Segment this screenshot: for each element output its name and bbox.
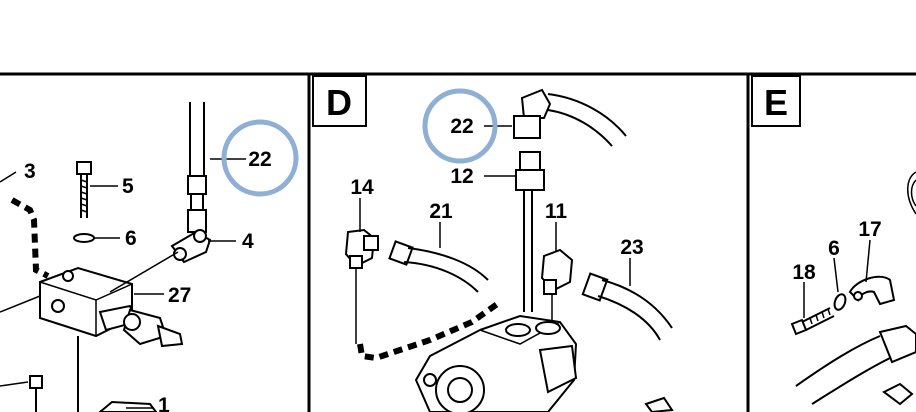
bolt-5 (76, 161, 92, 218)
washer-6 (73, 233, 95, 243)
bracket-1 (98, 400, 158, 412)
label-23: 23 (620, 236, 643, 259)
label-1: 1 (158, 394, 170, 412)
label-5: 5 (122, 175, 134, 198)
fitting-22-12 (513, 88, 627, 312)
fitting-14 (344, 228, 379, 269)
callout-circle-22-left (221, 119, 299, 197)
bolt-lower-left (29, 375, 43, 389)
label-22-d: 22 (450, 115, 473, 138)
label-4: 4 (242, 230, 254, 253)
washer-6-e (833, 293, 847, 311)
panel-d: 22 12 14 21 11 23 (344, 88, 674, 412)
clamp-17 (848, 275, 896, 306)
label-17: 17 (858, 218, 881, 241)
hose-21 (388, 240, 489, 293)
fitting-11-hose-23 (540, 248, 673, 341)
label-27: 27 (168, 284, 191, 307)
leaders-left (0, 158, 246, 409)
svg-text:D: D (326, 82, 352, 123)
label-22-left: 22 (248, 148, 271, 171)
panel-frames (0, 72, 916, 412)
panel-left: 3 5 22 6 4 27 1 (0, 102, 299, 412)
label-6-e: 6 (828, 237, 840, 260)
label-14: 14 (350, 176, 374, 199)
valve-block (39, 266, 184, 348)
panel-e: 17 6 18 (790, 171, 916, 406)
label-6: 6 (125, 227, 137, 250)
panel-letter-e: E (751, 75, 801, 127)
label-21: 21 (429, 200, 453, 223)
panel-letter-d: D (312, 75, 367, 127)
label-18: 18 (792, 261, 816, 284)
leaders-e (803, 239, 871, 318)
label-11: 11 (545, 200, 568, 223)
pump (414, 314, 674, 412)
dashed-pipe-left (10, 197, 50, 279)
pipe-e (795, 324, 916, 406)
svg-text:E: E (764, 82, 788, 123)
hose-fitting-left (170, 102, 212, 264)
leaders-d (359, 125, 631, 286)
callout-circle-22-d (422, 88, 498, 164)
bolt-18 (790, 307, 835, 336)
label-3: 3 (24, 160, 36, 183)
label-12: 12 (450, 165, 473, 188)
